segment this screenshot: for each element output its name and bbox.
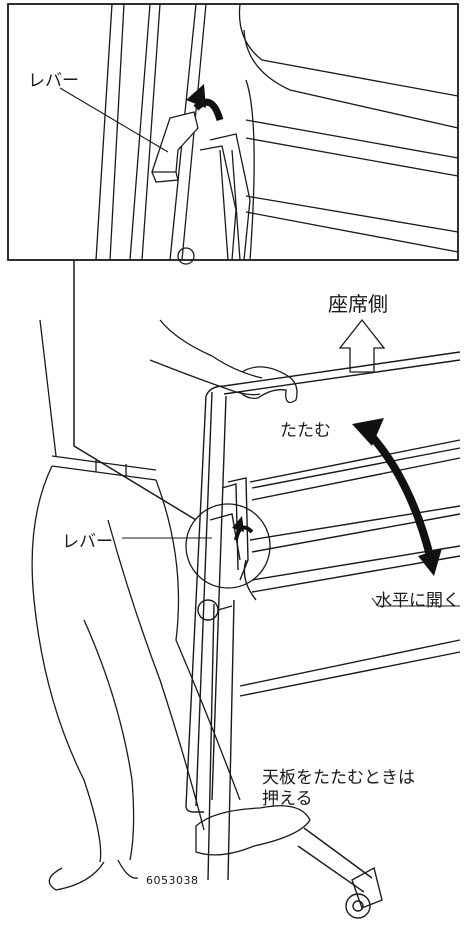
rotate-arrow-icon	[193, 98, 224, 122]
fold-arrow-icon	[365, 429, 434, 557]
connector-line	[73, 260, 197, 521]
seat-side-label: 座席側	[328, 292, 388, 316]
horizontal-open-label: 水平に開く	[375, 591, 460, 611]
person-figure	[31, 319, 311, 891]
figure-code: 6053038	[146, 874, 199, 887]
rotate-arrow-head-icon	[186, 84, 206, 108]
press-instruction-line2: 押える	[262, 789, 313, 809]
press-instruction-line1: 天板をたたむときは	[262, 768, 415, 788]
table-frame	[197, 477, 383, 919]
detail-circle	[185, 503, 271, 589]
lever-label: レバー	[62, 532, 113, 552]
fold-label: たたむ	[280, 421, 331, 441]
press-instruction: 天板をたたむときは 押える	[262, 768, 462, 810]
up-arrow-icon	[338, 318, 386, 373]
table-top	[185, 351, 461, 813]
detail-inset	[7, 3, 459, 265]
lever-label-inset: レバー	[28, 71, 79, 91]
